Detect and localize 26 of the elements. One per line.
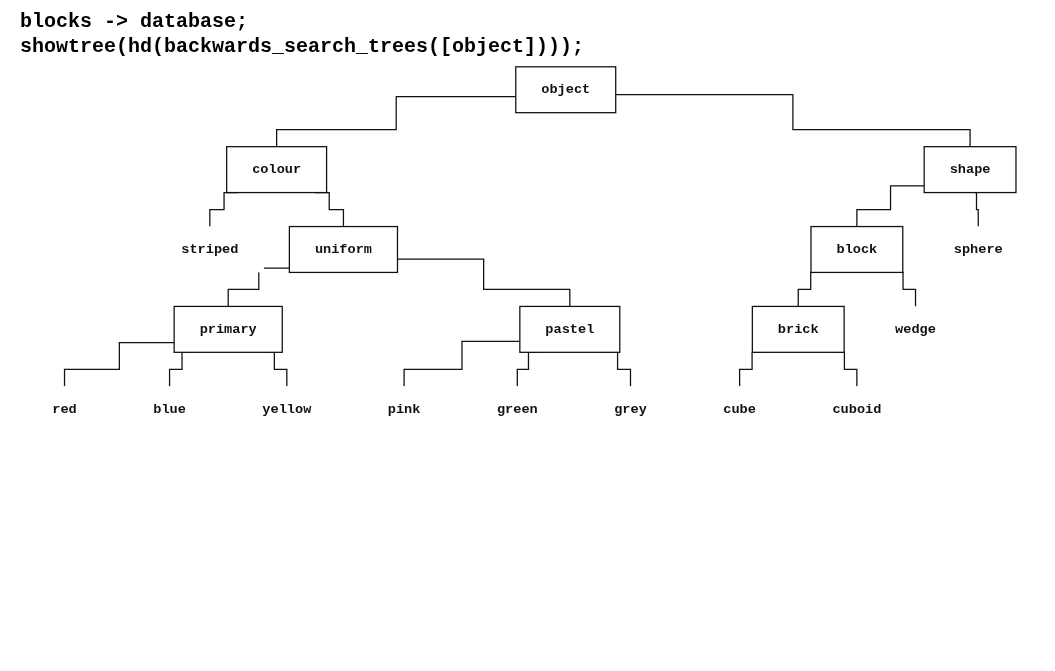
node-box: block [810, 225, 904, 274]
code-line: blocks -> database; [20, 10, 249, 33]
node-text: cuboid [832, 401, 882, 417]
node-box: pastel [519, 305, 621, 353]
node-text: green [496, 401, 538, 417]
connector [615, 94, 971, 148]
code-line: showtree(hd(backwards_search_trees([object]))); [20, 35, 585, 58]
node-text: blue [153, 401, 186, 417]
node-box: shape [923, 146, 1017, 194]
node-text: wedge [895, 321, 936, 338]
node-text: yellow [262, 401, 312, 417]
connector [227, 267, 290, 308]
node-text: striped [181, 241, 239, 258]
node-box: uniform [288, 225, 399, 274]
node-text: pink [387, 401, 421, 417]
node-box: brick [751, 305, 845, 353]
connector [63, 341, 175, 387]
node-text: grey [614, 401, 647, 417]
node-box: object [515, 66, 617, 114]
node-box: primary [173, 305, 283, 353]
node-text: sphere [953, 241, 1003, 258]
node-text: red [52, 401, 77, 417]
connector [856, 185, 925, 228]
connector [974, 191, 979, 228]
node-box: colour [226, 146, 328, 194]
node-text: cube [723, 401, 756, 417]
